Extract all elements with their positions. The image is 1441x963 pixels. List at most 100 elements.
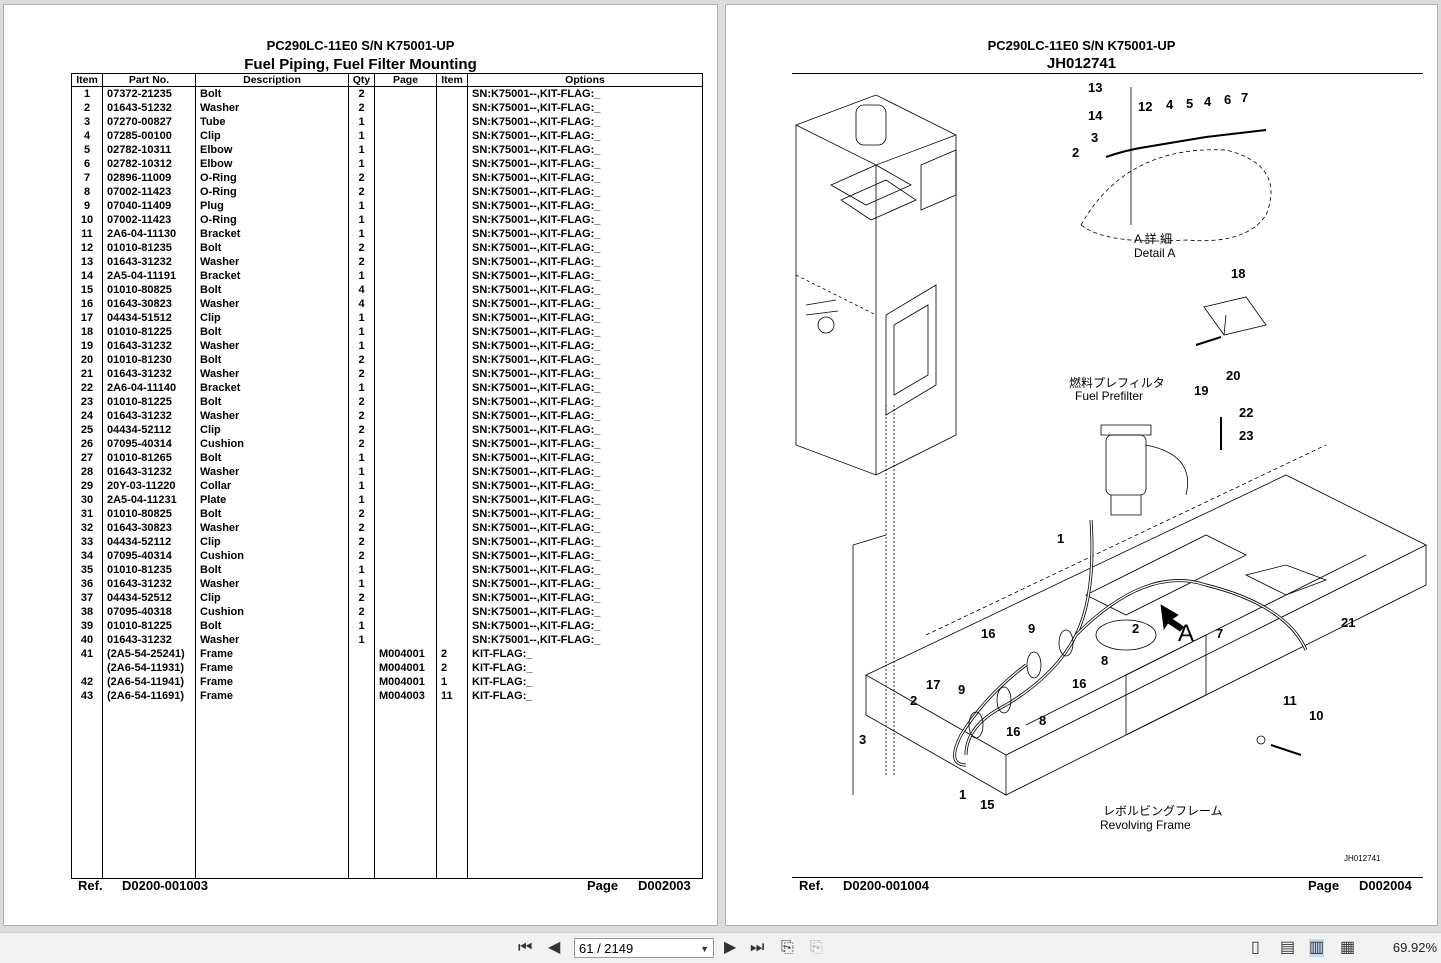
table-cell — [71, 703, 103, 879]
table-cell: Elbow — [195, 143, 349, 157]
table-cell: SN:K75001--,KIT-FLAG:_ — [467, 297, 703, 311]
last-page-icon[interactable]: ⏭ — [750, 939, 765, 956]
page-number-input[interactable]: 61 / 2149 ▼ — [574, 938, 714, 958]
table-cell — [374, 101, 437, 115]
table-cell: 2 — [348, 101, 375, 115]
table-cell: Tube — [195, 115, 349, 129]
table-cell: 01643-31232 — [102, 577, 196, 591]
callout-3b: 3 — [859, 732, 866, 747]
table-cell: 20Y-03-11220 — [102, 479, 196, 493]
table-cell: 2 — [348, 605, 375, 619]
table-cell: 04434-51512 — [102, 311, 196, 325]
table-cell — [374, 409, 437, 423]
ref-label: Ref. — [799, 878, 824, 893]
table-cell: SN:K75001--,KIT-FLAG:_ — [467, 465, 703, 479]
table-cell — [436, 521, 468, 535]
table-cell — [374, 563, 437, 577]
table-cell: 1 — [348, 311, 375, 325]
table-cell: 33 — [71, 535, 103, 549]
table-cell: SN:K75001--,KIT-FLAG:_ — [467, 157, 703, 171]
table-cell — [374, 115, 437, 129]
table-cell: 1 — [348, 129, 375, 143]
callout-14: 14 — [1088, 108, 1103, 123]
two-page-view-icon[interactable]: ▥ — [1309, 939, 1325, 957]
table-cell — [436, 101, 468, 115]
table-cell — [348, 689, 375, 703]
table-cell: 01010-81235 — [102, 241, 196, 255]
table-cell: 38 — [71, 605, 103, 619]
table-cell — [436, 563, 468, 577]
two-page-continuous-icon[interactable]: ▦ — [1340, 939, 1356, 956]
single-page-view-icon[interactable]: ▯ — [1251, 939, 1260, 956]
document-viewer[interactable]: PC290LC-11E0 S/N K75001-UP Fuel Piping, … — [0, 0, 1441, 932]
table-cell: 23 — [71, 395, 103, 409]
table-cell — [374, 213, 437, 227]
rotate-page-icon[interactable]: ⎘ — [781, 939, 794, 956]
table-cell: O-Ring — [195, 171, 349, 185]
table-cell: SN:K75001--,KIT-FLAG:_ — [467, 605, 703, 619]
prev-page-icon[interactable]: ◀ — [548, 939, 561, 956]
chevron-down-icon[interactable]: ▼ — [700, 944, 709, 954]
zoom-level[interactable]: 69.92% — [1392, 940, 1437, 955]
table-cell — [374, 703, 437, 879]
table-cell: 1 — [348, 619, 375, 633]
table-cell: 01010-81230 — [102, 353, 196, 367]
table-cell: Washer — [195, 255, 349, 269]
callout-23: 23 — [1239, 428, 1253, 443]
table-cell: Clip — [195, 311, 349, 325]
table-cell: 2 — [348, 367, 375, 381]
callout-9b: 9 — [958, 682, 965, 697]
table-cell: KIT-FLAG:_ — [467, 647, 703, 661]
table-cell: Washer — [195, 577, 349, 591]
table-cell: Frame — [195, 675, 349, 689]
table-cell: 02782-10312 — [102, 157, 196, 171]
first-page-icon[interactable]: ⏮ — [518, 939, 533, 956]
table-cell: SN:K75001--,KIT-FLAG:_ — [467, 283, 703, 297]
table-cell: 11 — [71, 227, 103, 241]
table-cell: 22 — [71, 381, 103, 395]
frame-jp: レボルビングフレーム — [1103, 804, 1223, 818]
table-cell — [374, 297, 437, 311]
table-cell: 13 — [71, 255, 103, 269]
table-cell — [374, 381, 437, 395]
drawing-number: JH012741 — [1046, 55, 1117, 72]
table-cell: Clip — [195, 535, 349, 549]
table-cell: 07270-00827 — [102, 115, 196, 129]
continuous-view-icon[interactable]: ▤ — [1280, 939, 1296, 956]
table-cell: Bolt — [195, 86, 349, 101]
table-cell: 01643-30823 — [102, 521, 196, 535]
rotate-back-icon[interactable]: ⎘ — [810, 939, 823, 956]
table-cell: Plate — [195, 493, 349, 507]
page-illustration: PC290LC-11E0 S/N K75001-UP JH012741 — [725, 4, 1438, 926]
table-cell — [436, 171, 468, 185]
table-cell: 32 — [71, 521, 103, 535]
table-cell: 01010-80825 — [102, 283, 196, 297]
table-cell: 19 — [71, 339, 103, 353]
next-page-icon[interactable]: ▶ — [724, 939, 737, 956]
table-cell: 37 — [71, 591, 103, 605]
table-cell: 39 — [71, 619, 103, 633]
table-cell: 07285-00100 — [102, 129, 196, 143]
table-cell: 2 — [348, 437, 375, 451]
table-cell: Bolt — [195, 353, 349, 367]
table-cell: SN:K75001--,KIT-FLAG:_ — [467, 507, 703, 521]
table-cell — [436, 479, 468, 493]
table-cell: Bracket — [195, 269, 349, 283]
table-cell: SN:K75001--,KIT-FLAG:_ — [467, 535, 703, 549]
callout-4b: 4 — [1204, 94, 1212, 109]
column-header: Part No. — [102, 73, 196, 87]
table-cell: Bolt — [195, 283, 349, 297]
table-cell — [436, 269, 468, 283]
page-number: D002003 — [638, 878, 691, 893]
callout-2c: 2 — [910, 693, 917, 708]
table-cell — [436, 297, 468, 311]
